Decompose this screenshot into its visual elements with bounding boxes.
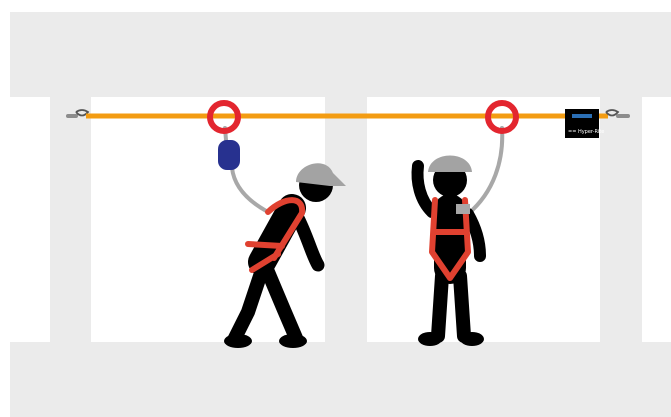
end-anchor-left — [66, 114, 78, 118]
column-edge — [0, 97, 10, 342]
column-center — [325, 97, 367, 342]
energy-absorber-icon — [218, 140, 240, 170]
helmet-icon — [428, 156, 472, 173]
tensioner-detail — [572, 114, 592, 118]
arm — [298, 218, 318, 265]
leg-left — [438, 276, 442, 336]
foot-front — [279, 334, 307, 348]
retractable-connector-icon — [456, 204, 470, 214]
leg-right — [460, 276, 464, 336]
bottom-beam — [10, 342, 671, 417]
structure — [0, 12, 671, 417]
lanyard-right — [468, 128, 502, 214]
foot-back — [224, 334, 252, 348]
end-anchor-right — [616, 114, 630, 118]
lanyard-left-lower — [232, 168, 268, 212]
worker-bending-body — [234, 208, 318, 340]
foot-right — [460, 332, 484, 346]
column-left — [50, 97, 91, 342]
leg-back — [234, 270, 262, 340]
column-right — [600, 97, 642, 342]
worker-standing — [418, 156, 484, 347]
leg-front — [268, 272, 296, 338]
top-beam — [10, 12, 671, 97]
arm-raised — [418, 166, 432, 212]
tensioner: == Hyper-Rite — [565, 109, 604, 138]
tensioner-label: == Hyper-Rite — [568, 129, 604, 135]
foot-left — [418, 332, 442, 346]
